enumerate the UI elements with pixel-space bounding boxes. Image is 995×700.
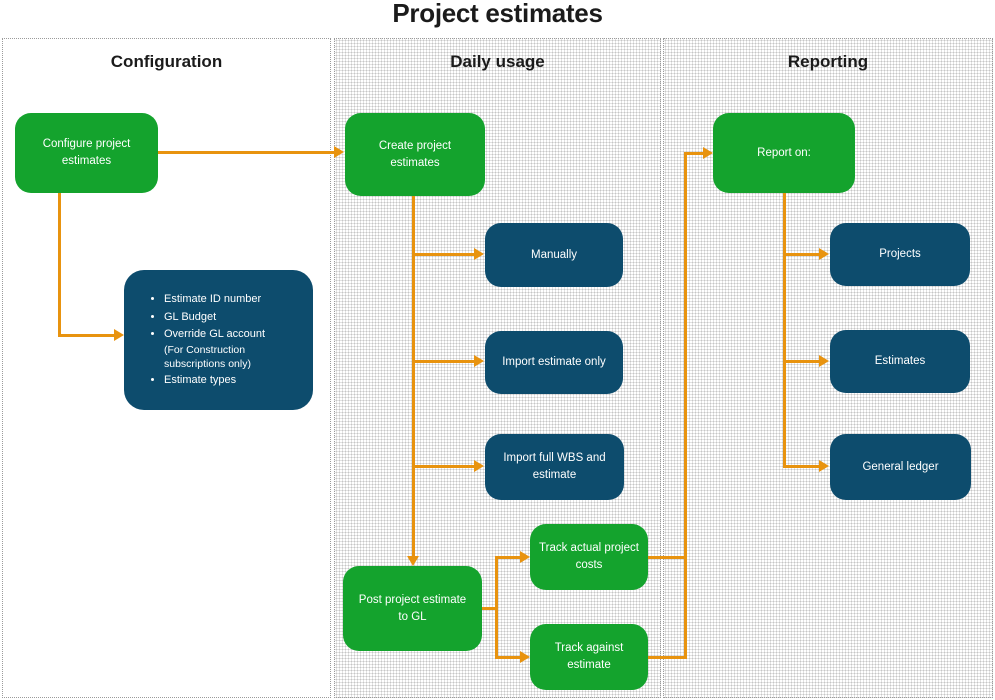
panel-daily-usage-heading: Daily usage [450,52,545,71]
node-post-label: Post project estimate to GL [358,593,467,623]
edge-riser-vline [684,152,687,659]
list-item: GL Budget [164,309,299,326]
node-import-estimate-only: Import estimate only [485,331,623,394]
node-create-project-estimates: Create project estimates [345,113,485,196]
edge-configure-to-details-arrowhead [114,329,124,341]
list-item-label: Estimate types [164,374,237,387]
edge-create-to-import-wbs-line [412,465,474,468]
edge-riser-to-report-line [684,152,703,155]
node-projects-label: Projects [879,248,921,261]
edge-report-to-projects-arrowhead [819,248,829,260]
edge-report-to-estimates-arrowhead [819,355,829,367]
edge-create-to-import-estimate-arrowhead [474,355,484,367]
edge-report-to-estimates-line [783,360,819,363]
edge-configure-to-details-vline [58,192,61,337]
list-item-label: GL Budget [164,310,217,323]
list-item: Estimate ID number [164,291,299,308]
node-estimates: Estimates [830,330,970,393]
edge-create-to-post-arrowhead [407,556,419,566]
node-general-ledger: General ledger [830,434,971,500]
page-title: Project estimates [392,0,603,28]
edge-post-to-track-actual-line [495,556,520,559]
edge-configure-to-details-line [58,334,114,337]
list-item-label: Estimate ID number [164,293,262,306]
node-manually-label: Manually [530,248,578,261]
edge-create-to-post-vline [412,196,415,556]
edge-create-to-manually-arrowhead [474,248,484,260]
node-import-estimate-label: Import estimate only [502,356,606,369]
edge-create-to-import-wbs-arrowhead [474,460,484,472]
node-manually: Manually [485,223,623,287]
panel-configuration-heading: Configuration [110,52,223,71]
node-projects: Projects [830,223,970,286]
edge-post-split-stub [481,607,498,610]
edge-post-to-track-against-arrowhead [520,651,530,663]
node-track-actual-label: Track actual project costs [539,542,639,571]
node-report-on: Report on: [713,113,855,193]
edge-configure-to-create-line [158,151,334,154]
list-item-note: (For Construction subscriptions only) [164,343,251,370]
node-estimates-label: Estimates [874,355,926,368]
node-report-on-label: Report on: [757,146,811,159]
list-item: Override GL account (For Construction su… [164,326,299,371]
node-configure-project-estimates: Configure project estimates [15,113,158,193]
node-track-actual-project-costs: Track actual project costs [530,524,648,590]
node-configure-label: Configure project estimates [42,138,131,167]
estimate-details-list: Estimate ID number GL Budget Override GL… [142,290,299,389]
node-track-against-label: Track against estimate [554,642,624,671]
node-track-against-estimate: Track against estimate [530,624,648,690]
edge-create-to-import-estimate-line [412,360,474,363]
panel-reporting-heading: Reporting [787,52,869,71]
node-create-label: Create project estimates [378,139,452,169]
edge-report-to-gl-line [783,465,819,468]
edge-track-against-out-line [648,656,686,659]
edge-report-spine-vline [783,193,786,467]
edge-post-to-track-against-line [495,656,520,659]
list-item: Estimate types [164,372,299,389]
edge-report-to-projects-line [783,253,819,256]
edge-create-to-manually-line [412,253,474,256]
node-estimate-configuration-details: Estimate ID number GL Budget Override GL… [124,270,313,410]
node-import-wbs-label: Import full WBS and estimate [503,452,606,481]
edge-post-to-track-actual-arrowhead [520,551,530,563]
node-general-ledger-label: General ledger [862,460,939,473]
node-import-full-wbs-and-estimate: Import full WBS and estimate [485,434,624,500]
edge-report-to-gl-arrowhead [819,460,829,472]
list-item-label: Override GL account [164,328,266,341]
edge-track-actual-out-line [648,556,686,559]
edge-post-split-vline [495,556,498,659]
edge-configure-to-create-arrowhead [334,146,344,158]
edge-riser-to-report-arrowhead [703,147,713,159]
node-post-project-estimate-to-gl: Post project estimate to GL [343,566,482,651]
